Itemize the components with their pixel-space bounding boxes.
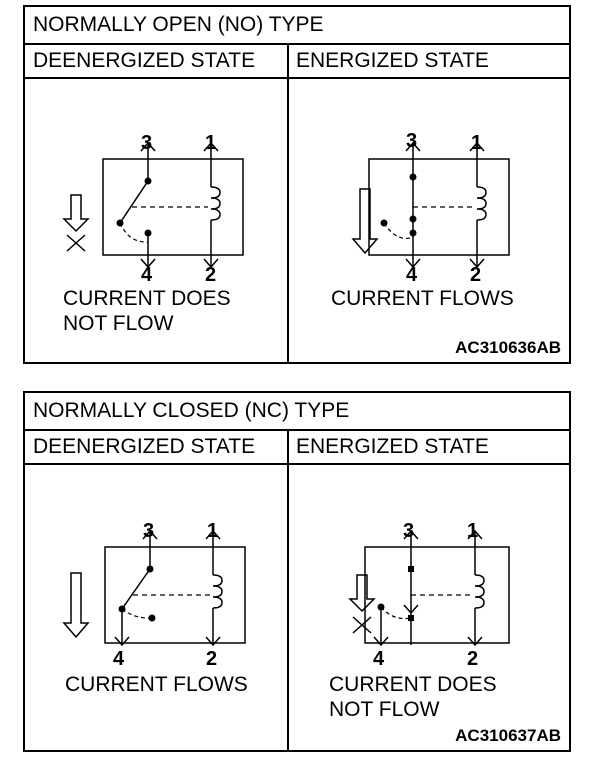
terminal-4-arrow — [405, 258, 421, 269]
terminal-1-label: 1 — [471, 132, 482, 154]
nc-column-divider — [287, 429, 289, 750]
armature-contact — [119, 180, 149, 224]
coil-symbol — [210, 186, 221, 221]
pivot-curve — [121, 608, 153, 619]
terminal-2-arrow — [469, 258, 485, 269]
coil-symbol — [476, 186, 487, 221]
terminal-4-arrow — [114, 636, 130, 647]
pivot-curve — [383, 222, 414, 239]
terminal-3-label: 3 — [141, 132, 152, 154]
nc-energized-diagram: 3 1 4 2 CURRENT DOES NOT FLOW — [329, 520, 510, 721]
no-energized-header: ENERGIZED STATE — [288, 43, 569, 79]
terminal-3-arrow — [142, 529, 158, 540]
coil-symbol — [212, 574, 223, 609]
terminal-2-label: 2 — [205, 264, 216, 286]
terminal-1-arrow — [203, 141, 219, 152]
nc-energized-caption-line2: NOT FLOW — [329, 698, 440, 721]
nc-deenergized-diagram: 3 1 4 2 CURRENT FLOWS — [62, 520, 248, 696]
terminal-3-label: 3 — [406, 130, 417, 152]
nc-energized-header: ENERGIZED STATE — [288, 429, 569, 465]
terminal-1-arrow — [467, 529, 483, 540]
relay-housing — [364, 546, 510, 644]
no-energized-caption: CURRENT FLOWS — [331, 287, 514, 310]
contact-3-block — [408, 566, 414, 572]
no-column-divider — [287, 43, 289, 362]
pivot-curve — [119, 222, 149, 243]
relay-housing — [102, 158, 244, 256]
no-type-panel: NORMALLY OPEN (NO) TYPE DEENERGIZED STAT… — [23, 5, 571, 364]
terminal-1-arrow — [469, 141, 485, 152]
nc-energized-caption-line1: CURRENT DOES — [329, 673, 497, 696]
no-deenergized-diagram: 3 1 4 2 CURRENT DOES NOT FLOW — [62, 132, 244, 335]
no-deenergized-caption-line1: CURRENT DOES — [63, 287, 231, 310]
no-current-arrow — [348, 574, 376, 613]
terminal-1-label: 1 — [467, 520, 478, 542]
terminal-2-arrow — [203, 258, 219, 269]
terminal-1-arrow — [205, 529, 221, 540]
coil-symbol — [474, 574, 485, 609]
terminal-3-arrow — [140, 141, 156, 152]
terminal-3-label: 3 — [143, 520, 154, 542]
terminal-4-label: 4 — [406, 264, 418, 286]
nc-deenergized-caption: CURRENT FLOWS — [65, 673, 248, 696]
no-energized-diagram: 3 1 4 2 CURRENT FLOWS — [331, 130, 514, 310]
terminal-3-label: 3 — [403, 520, 414, 542]
terminal-2-label: 2 — [470, 264, 481, 286]
nc-contact-4-dot — [148, 614, 156, 622]
nc-figure-code: AC310637AB — [455, 726, 561, 745]
armature-contact — [121, 568, 151, 610]
nc-type-title: NORMALLY CLOSED (NC) TYPE — [25, 393, 569, 431]
terminal-4-label: 4 — [113, 648, 125, 670]
no-current-arrow — [62, 194, 90, 233]
terminal-2-label: 2 — [206, 648, 217, 670]
contact-4-dot — [409, 229, 417, 237]
terminal-4-arrow-inner — [403, 604, 419, 615]
terminal-4-label: 4 — [141, 264, 153, 286]
armature-contact-dot — [409, 215, 417, 223]
no-deenergized-caption-line2: NOT FLOW — [63, 312, 174, 335]
terminal-3-arrow — [403, 529, 419, 540]
nc-deenergized-header: DEENERGIZED STATE — [25, 429, 288, 465]
no-deenergized-header: DEENERGIZED STATE — [25, 43, 288, 79]
nc-type-panel: NORMALLY CLOSED (NC) TYPE DEENERGIZED ST… — [23, 391, 571, 752]
relay-housing — [104, 546, 246, 644]
pivot-curve — [380, 606, 412, 620]
terminal-3-arrow — [405, 141, 421, 152]
no-figure-code: AC310636AB — [455, 338, 561, 357]
terminal-1-label: 1 — [205, 132, 216, 154]
no-type-title: NORMALLY OPEN (NO) TYPE — [25, 7, 569, 45]
current-flow-arrow — [62, 572, 90, 639]
contact-4-block — [408, 615, 414, 621]
blocked-x-line-2 — [352, 616, 372, 634]
relay-housing — [368, 158, 510, 256]
current-flow-arrow — [351, 188, 379, 255]
terminal-2-label: 2 — [467, 648, 478, 670]
terminal-4-label: 4 — [373, 648, 385, 670]
terminal-4-arrow — [140, 258, 156, 269]
blocked-x-line-2 — [66, 234, 86, 252]
contact-3-dot — [409, 173, 417, 181]
terminal-4-arrow — [373, 636, 389, 647]
terminal-2-arrow — [205, 636, 221, 647]
terminal-2-arrow — [467, 636, 483, 647]
terminal-1-label: 1 — [207, 520, 218, 542]
